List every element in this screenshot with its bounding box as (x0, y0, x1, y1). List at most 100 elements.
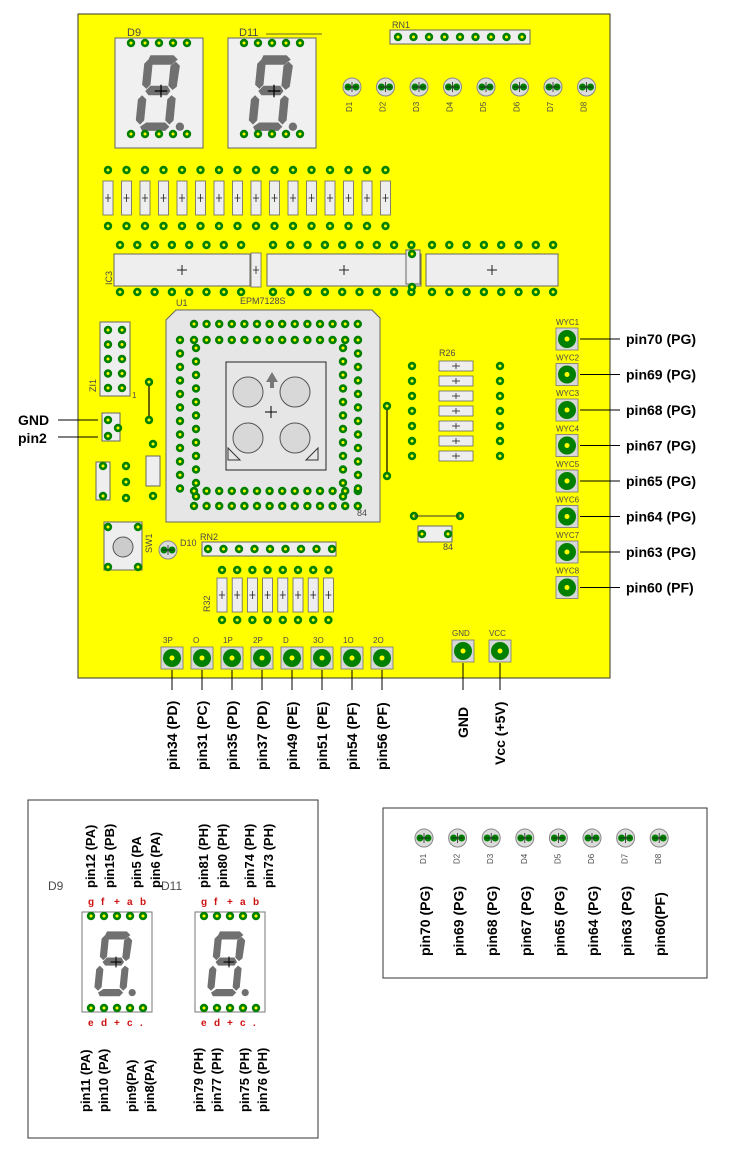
sw1-pad (133, 562, 143, 572)
left-pad (98, 461, 108, 471)
res-pad (177, 221, 187, 231)
seg-panel-pad (199, 1003, 209, 1013)
rres (438, 405, 474, 417)
display-pad (295, 129, 305, 139)
res-pad (103, 221, 113, 231)
res-pad (177, 165, 187, 175)
plcc-pad (227, 501, 236, 511)
board-led-label: D2 (379, 101, 388, 112)
plcc-pad (341, 335, 350, 345)
plcc-pad (252, 486, 262, 496)
panel-led-name: D8 (654, 853, 663, 864)
plcc-pad (175, 389, 185, 399)
res-pad (159, 221, 168, 231)
panel-led-name: D4 (520, 853, 529, 864)
bres-pad (293, 615, 303, 625)
bres (246, 577, 258, 613)
right-pin-label: pin67 (PG) (626, 438, 696, 454)
plcc-pad (215, 335, 224, 345)
plcc-pad (353, 443, 363, 453)
digit-segment (98, 989, 124, 997)
bres (262, 577, 274, 613)
plcc-pad (175, 403, 185, 412)
plcc-pad (290, 319, 299, 329)
right-pin-tag: WYC6 (556, 496, 580, 505)
plcc-pad (215, 319, 224, 329)
plcc-pad (240, 486, 249, 496)
plcc-pad (265, 319, 274, 329)
plcc-pad (175, 376, 185, 385)
bottom-pin-label: pin51 (PE) (314, 702, 330, 770)
chip-pad (167, 287, 177, 297)
rres-pad (407, 391, 417, 401)
seg-top-label: pin6 (PA) (148, 832, 163, 888)
right-pin-pad (555, 327, 579, 351)
res-pad (140, 165, 150, 175)
plcc-arrow (266, 372, 278, 388)
display-pad (281, 129, 291, 139)
header-pad (117, 325, 127, 335)
left-pad (148, 439, 158, 449)
chip-pad (338, 287, 347, 297)
plcc-pad (191, 492, 201, 501)
bres-pad (217, 565, 227, 575)
plcc-mark (227, 446, 242, 461)
digit-segment (255, 59, 266, 89)
plcc-pad (278, 335, 287, 345)
plcc-pad (175, 362, 185, 372)
plcc-pad (202, 319, 211, 329)
right-pin-pad (555, 540, 579, 564)
rres-pad (495, 421, 505, 431)
plcc-pad (240, 335, 249, 345)
plcc-pad (175, 349, 185, 358)
bottom-pin-tag: 1O (343, 636, 354, 645)
display-pad (140, 38, 150, 48)
right-pin-pad (555, 363, 579, 386)
plcc-pad (338, 478, 348, 488)
seg-letter-bottom: + (114, 1018, 120, 1029)
plcc-pad (175, 457, 185, 466)
rn2-pad (250, 544, 259, 554)
resistor (306, 180, 317, 216)
chip-pad (320, 240, 330, 250)
left-pad (121, 493, 131, 503)
rres (438, 435, 474, 447)
resistor (269, 180, 280, 216)
seg-panel-digit (207, 931, 249, 997)
left-pad (144, 377, 154, 387)
res-pad (307, 165, 316, 175)
rn2-pad (234, 544, 244, 554)
chip-pad (355, 240, 364, 250)
panel-led-label: pin67 (PG) (518, 886, 534, 956)
bottom-pin-tag: D (283, 636, 289, 645)
plcc-pad (353, 430, 363, 439)
panel-led (515, 828, 535, 848)
res-pad (344, 165, 353, 175)
bres (292, 577, 304, 613)
right-pin-pad (555, 398, 579, 422)
plcc-pad (227, 486, 236, 496)
rres-pad (407, 361, 417, 371)
chip-pad (133, 287, 142, 297)
chip-pad (462, 287, 471, 297)
bres-pad (278, 565, 287, 575)
bres (307, 577, 319, 613)
label-r32: R32 (202, 595, 212, 612)
plcc-pad (202, 486, 211, 496)
digit-segment (105, 931, 131, 940)
plcc-pad (341, 501, 350, 511)
rres-pad (382, 401, 392, 411)
seg-letter-bottom: . (140, 1018, 143, 1029)
seg-panel-pad (251, 1003, 261, 1013)
panel-led (548, 828, 568, 848)
seg-panel-pad (112, 1003, 122, 1013)
rres (438, 450, 474, 462)
sw1-button (112, 536, 134, 558)
seg-panel-pad (125, 911, 135, 921)
chip-pad (427, 240, 437, 250)
plcc-pad (303, 501, 312, 511)
panel-led (448, 828, 468, 848)
bres-pad (324, 615, 333, 625)
label-c1: 84 (443, 542, 453, 552)
label-rn2: RN2 (200, 532, 218, 542)
